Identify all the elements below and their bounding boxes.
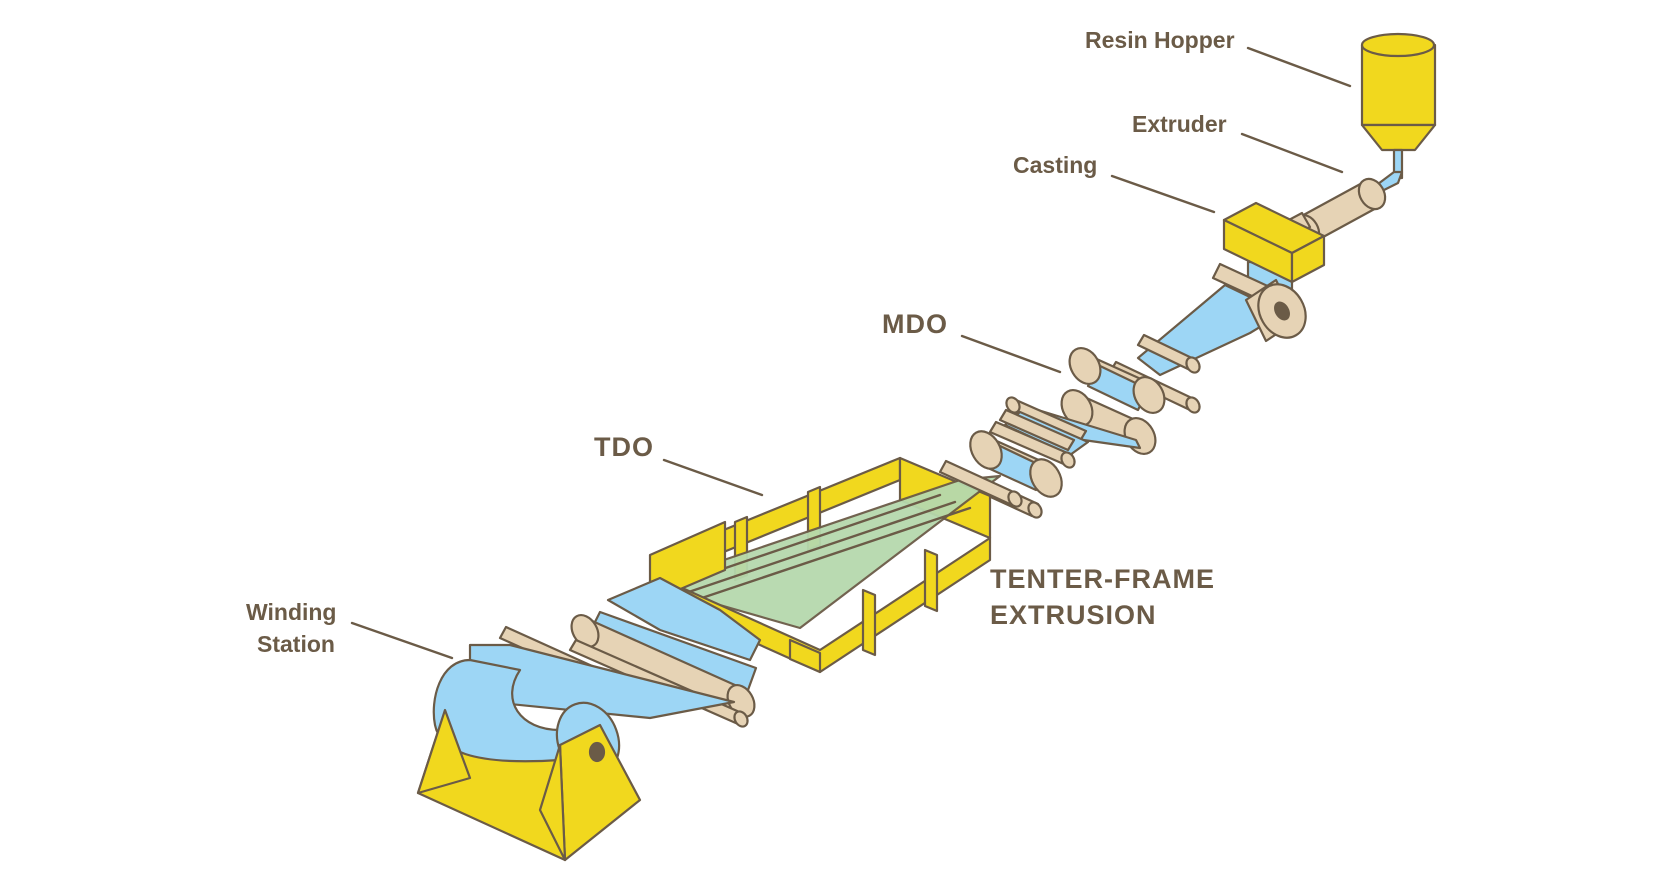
label-process-line1: TENTER-FRAME [990, 564, 1215, 594]
leader-tdo [662, 458, 764, 497]
leader-mdo [960, 334, 1062, 374]
label-tdo: TDO [594, 432, 654, 462]
labels: Resin Hopper Extruder Casting MDO TDO Wi… [246, 27, 1235, 657]
label-mdo: MDO [882, 309, 948, 339]
leader-lines [350, 46, 1352, 660]
label-winding-line2: Station [257, 631, 335, 657]
label-winding-line1: Winding [246, 599, 336, 625]
winding-station [416, 658, 642, 862]
leader-casting [1110, 174, 1216, 214]
label-extruder: Extruder [1132, 111, 1227, 137]
tdo-oven [648, 456, 1023, 674]
output-film [468, 576, 762, 728]
resin-hopper [1360, 32, 1437, 180]
label-casting: Casting [1013, 152, 1097, 178]
leader-resin-hopper [1246, 46, 1352, 88]
leader-winding [350, 621, 454, 660]
leader-extruder [1240, 132, 1344, 174]
label-resin-hopper: Resin Hopper [1085, 27, 1235, 53]
label-process-line2: EXTRUSION [990, 600, 1157, 630]
